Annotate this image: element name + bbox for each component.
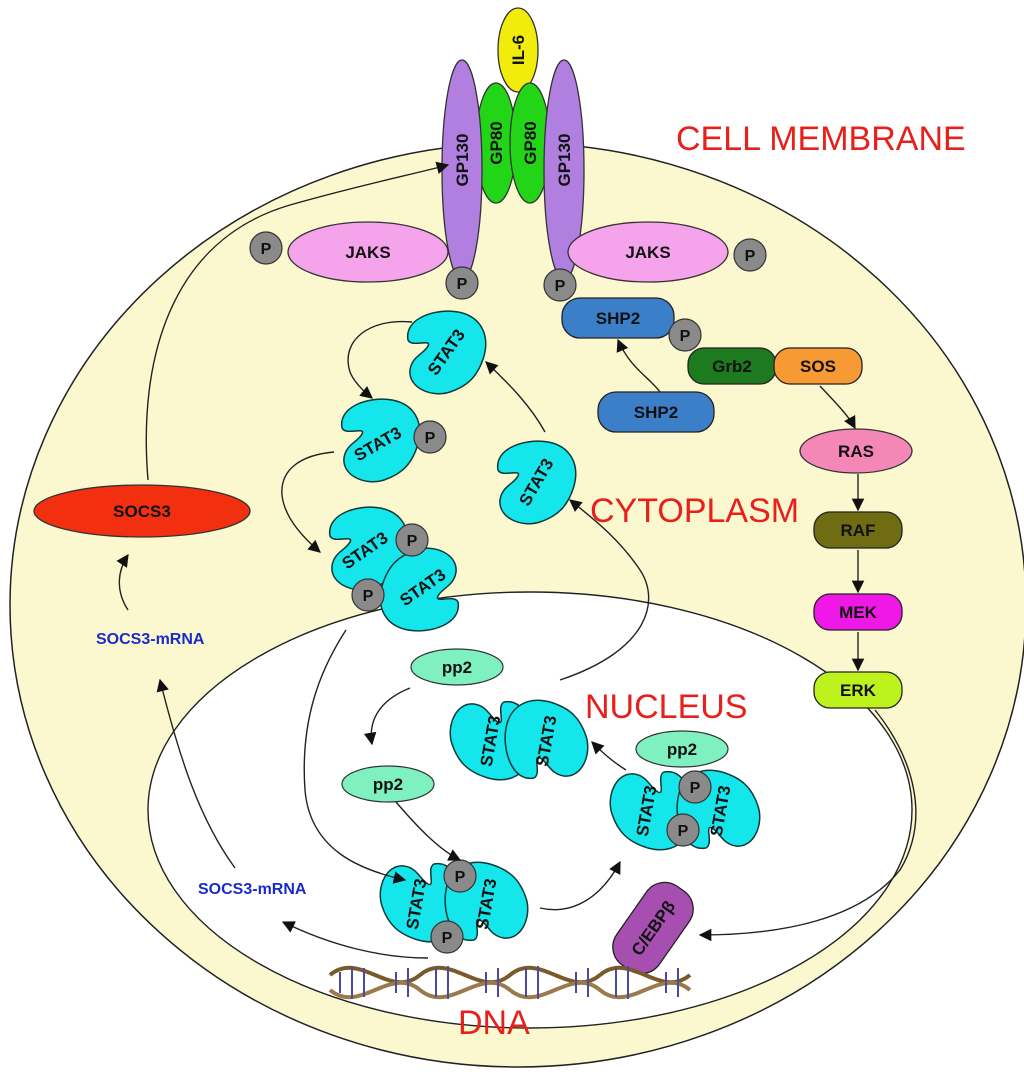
cytoplasm-label: CYTOPLASM	[590, 492, 799, 530]
stat3-phosphorylated: STAT3	[340, 398, 421, 483]
stat3-free-cytoplasm: STAT3	[496, 440, 577, 525]
svg-text:JAKS: JAKS	[625, 243, 670, 262]
shp2-free: SHP2	[597, 391, 715, 433]
svg-text:RAS: RAS	[838, 442, 874, 461]
svg-text:Grb2: Grb2	[712, 357, 752, 376]
stat3-dimer-nucleus-pp2: STAT3 STAT3 P P	[609, 769, 761, 851]
svg-text:GP80: GP80	[521, 121, 540, 164]
phosphate-jaks-right: P	[733, 238, 767, 272]
stat3-dimer-cytoplasm: STAT3 STAT3 P P	[328, 506, 460, 632]
jaks-right: JAKS	[567, 221, 729, 283]
svg-text:GP80: GP80	[487, 121, 506, 164]
svg-text:SOS: SOS	[800, 357, 836, 376]
pp2-middle: pp2	[341, 765, 435, 803]
svg-text:pp2: pp2	[442, 658, 472, 677]
svg-text:P: P	[555, 278, 566, 295]
phosphate-gp130-left: P	[445, 266, 479, 300]
svg-text:SHP2: SHP2	[634, 403, 678, 422]
svg-text:GP130: GP130	[453, 134, 472, 187]
sos: SOS	[773, 347, 863, 385]
svg-text:pp2: pp2	[373, 775, 403, 794]
phosphate-jaks-left: P	[249, 231, 283, 265]
dna-helix	[328, 965, 692, 1000]
nucleus-label: NUCLEUS	[585, 688, 747, 726]
svg-text:P: P	[457, 276, 468, 293]
stat3-dimer-dephosphorylated: STAT3 STAT3	[449, 699, 589, 781]
il6-ligand: IL-6	[497, 7, 539, 93]
gp130-left: GP130	[441, 59, 483, 281]
svg-text:P: P	[678, 823, 689, 840]
stat3-dimer-dna-bound: STAT3 STAT3 P P	[379, 859, 529, 954]
svg-text:P: P	[363, 588, 374, 605]
phosphate-shp2: P	[668, 318, 702, 352]
svg-text:MEK: MEK	[839, 603, 878, 622]
svg-text:P: P	[455, 869, 466, 886]
pp2-top: pp2	[410, 648, 504, 686]
svg-text:P: P	[745, 248, 756, 265]
svg-text:ERK: ERK	[840, 681, 877, 700]
jaks-left: JAKS	[287, 221, 449, 283]
svg-text:RAF: RAF	[841, 521, 876, 540]
svg-text:P: P	[425, 430, 436, 447]
svg-text:SHP2: SHP2	[596, 309, 640, 328]
phosphate-stat3-mono: P	[413, 420, 447, 454]
socs3-mrna-nucleus: SOCS3-mRNA	[198, 881, 307, 898]
svg-text:GP130: GP130	[555, 134, 574, 187]
svg-text:P: P	[680, 328, 691, 345]
gp130-right: GP130	[543, 59, 585, 281]
phosphate-gp130-right: P	[543, 268, 577, 302]
svg-text:JAKS: JAKS	[345, 243, 390, 262]
svg-text:P: P	[690, 780, 701, 797]
ras: RAS	[799, 428, 913, 474]
gp80-left: GP80	[475, 82, 517, 204]
pathway-arrows	[116, 161, 917, 959]
svg-text:IL-6: IL-6	[509, 35, 528, 65]
shp2-bound: SHP2	[561, 297, 675, 339]
svg-text:pp2: pp2	[667, 740, 697, 759]
grb2: Grb2	[687, 347, 777, 385]
socs3: SOCS3	[33, 484, 251, 538]
svg-text:P: P	[442, 930, 453, 947]
cebpb: C/EBPβ	[612, 881, 694, 975]
socs3-mrna-cytoplasm: SOCS3-mRNA	[96, 631, 205, 648]
raf: RAF	[813, 511, 903, 549]
nucleus-body	[147, 591, 913, 1029]
svg-text:P: P	[261, 241, 272, 258]
svg-text:SOCS3: SOCS3	[113, 502, 171, 521]
svg-text:P: P	[407, 533, 418, 550]
stat3-receptor-bound: STAT3	[406, 310, 487, 395]
pp2-right: pp2	[635, 730, 729, 768]
erk: ERK	[813, 671, 903, 709]
dna-label: DNA	[458, 1004, 530, 1042]
cell-membrane-label: CELL MEMBRANE	[676, 120, 966, 158]
mek: MEK	[813, 593, 903, 631]
